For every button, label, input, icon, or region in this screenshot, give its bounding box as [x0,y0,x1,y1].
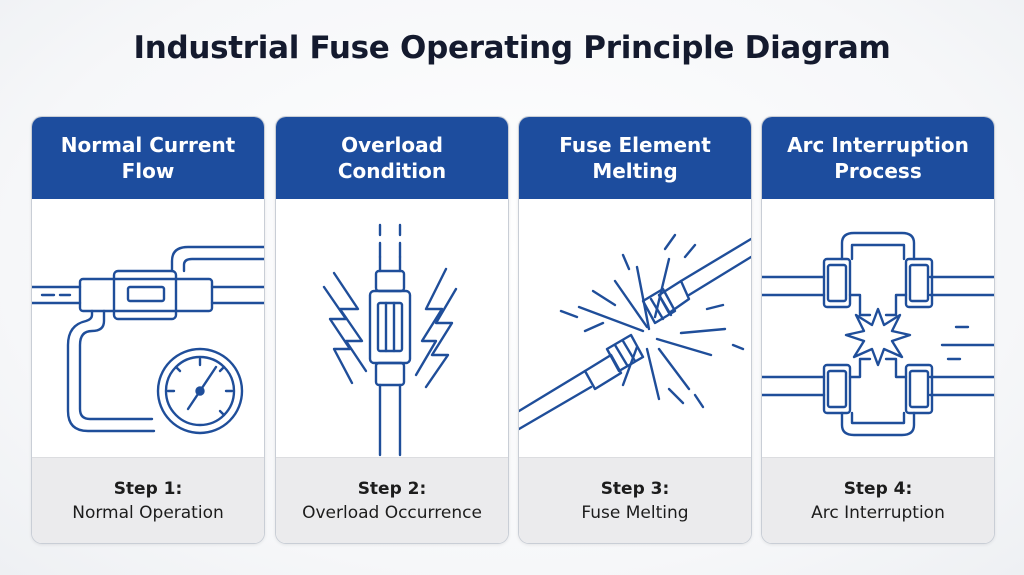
card-footer-3: Step 3: Fuse Melting [519,457,751,543]
card-header-3: Fuse Element Melting [519,117,751,199]
step-label-4: Arc Interruption [811,503,945,523]
step-label-3: Fuse Melting [581,503,689,523]
step-label-2: Overload Occurrence [302,503,482,523]
diagram-title: Industrial Fuse Operating Principle Diag… [133,30,891,66]
card-header-1: Normal Current Flow [32,117,264,199]
card-footer-2: Step 2: Overload Occurrence [276,457,508,543]
fuse-gauge-icon [32,199,264,457]
step-label-1: Normal Operation [72,503,224,523]
fuse-lightning-icon [276,199,508,457]
card-header-4: Arc Interruption Process [762,117,994,199]
arc-burst-icon [762,199,994,457]
step-card-3: Fuse Element Melting [518,116,752,544]
card-header-2: Overload Condition [276,117,508,199]
card-footer-1: Step 1: Normal Operation [32,457,264,543]
step-card-2: Overload Condition [275,116,509,544]
fuse-breaking-icon [519,199,751,457]
step-card-1: Normal Current Flow [31,116,265,544]
step-number-4: Step 4: [843,479,913,499]
card-footer-4: Step 4: Arc Interruption [762,457,994,543]
step-number-3: Step 3: [600,479,670,499]
step-number-2: Step 2: [357,479,427,499]
step-number-1: Step 1: [113,479,183,499]
step-card-4: Arc Interruption Process [761,116,995,544]
